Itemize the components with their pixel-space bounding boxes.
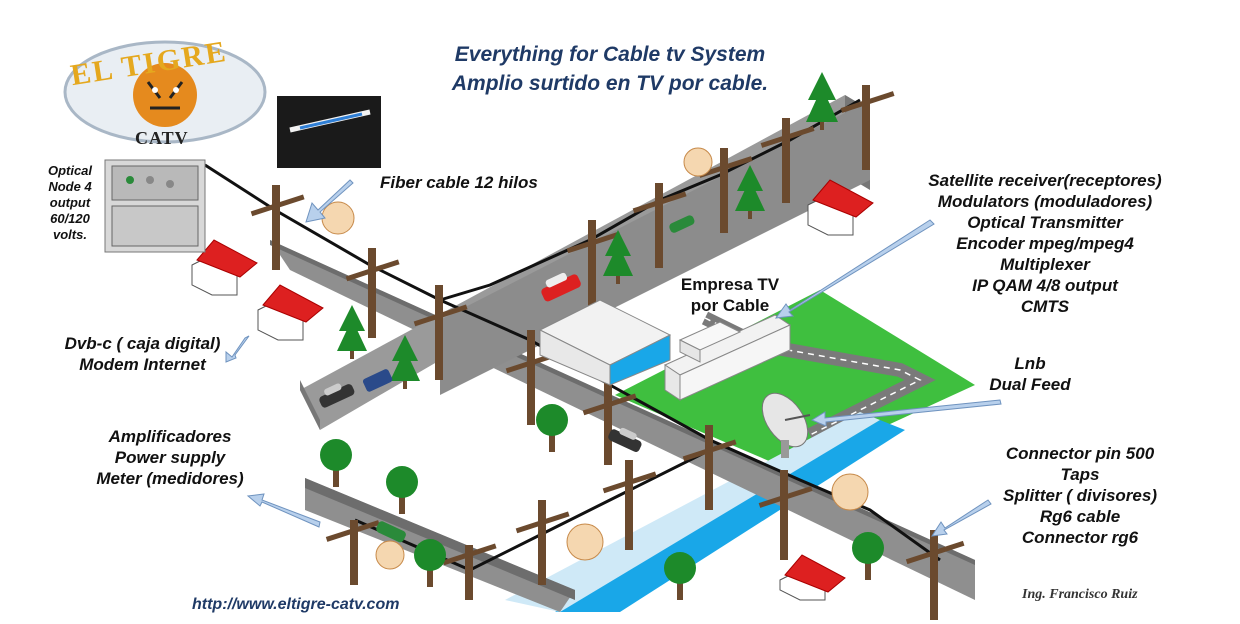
houses bbox=[191, 179, 874, 601]
connector-item: Splitter ( divisores) bbox=[1003, 486, 1157, 505]
optical-node-line: volts. bbox=[53, 227, 87, 242]
website-link[interactable]: http://www.eltigre-catv.com bbox=[192, 596, 400, 613]
optical-node-line: Node 4 bbox=[48, 179, 92, 194]
connector-label: Connector pin 500 Taps Splitter ( diviso… bbox=[985, 443, 1175, 548]
utility-poles bbox=[250, 85, 965, 620]
optical-node-label: Optical Node 4 output 60/120 volts. bbox=[36, 163, 104, 243]
round-trees bbox=[320, 404, 884, 600]
dvbc-label: Dvb-c ( caja digital) Modem Internet bbox=[45, 333, 240, 375]
cars bbox=[319, 215, 695, 543]
fiber-cable-label: Fiber cable 12 hilos bbox=[380, 173, 538, 192]
optical-node-line: 60/120 bbox=[50, 211, 90, 226]
page-title: Everything for Cable tv System Amplio su… bbox=[400, 40, 820, 98]
tap-icons bbox=[321, 147, 869, 570]
optical-node-line: output bbox=[49, 195, 91, 210]
title-line-1: Everything for Cable tv System bbox=[454, 43, 766, 66]
lnb-label: Lnb Dual Feed bbox=[975, 353, 1085, 395]
lnb-line: Dual Feed bbox=[989, 375, 1071, 394]
lnb-line: Lnb bbox=[1014, 354, 1046, 373]
amplificadores-line: Meter (medidores) bbox=[96, 469, 244, 488]
equipment-item: Encoder mpeg/mpeg4 bbox=[956, 234, 1134, 253]
equipment-item: Modulators (moduladores) bbox=[937, 192, 1153, 211]
headend-building bbox=[538, 299, 792, 401]
empresa-line: Empresa TV bbox=[680, 275, 780, 294]
satellite-dish bbox=[761, 392, 811, 458]
optical-node-line: Optical bbox=[47, 163, 93, 178]
connector-item: Rg6 cable bbox=[1039, 507, 1121, 526]
author-credit: Ing. Francisco Ruiz bbox=[1022, 587, 1138, 602]
logo bbox=[63, 40, 267, 144]
connector-item: Connector pin 500 bbox=[1005, 444, 1155, 463]
pointer-arrows bbox=[225, 179, 1002, 537]
amplificadores-line: Power supply bbox=[114, 448, 226, 467]
dvbc-line: Modem Internet bbox=[79, 355, 206, 374]
amplificadores-label: Amplificadores Power supply Meter (medid… bbox=[85, 426, 255, 489]
equipment-item: CMTS bbox=[1020, 297, 1070, 316]
equipment-item: Multiplexer bbox=[1000, 255, 1090, 274]
empresa-line: por Cable bbox=[690, 296, 770, 315]
connector-item: Connector rg6 bbox=[1021, 528, 1139, 547]
headend-equipment-label: Satellite receiver(receptores) Modulator… bbox=[915, 170, 1175, 317]
connector-item: Taps bbox=[1060, 465, 1100, 484]
pine-trees bbox=[337, 72, 838, 389]
title-line-2: Amplio surtido en TV por cable. bbox=[451, 72, 769, 95]
logo-subtitle: CATV bbox=[135, 128, 189, 148]
dvbc-line: Dvb-c ( caja digital) bbox=[64, 334, 221, 353]
empresa-label: Empresa TV por Cable bbox=[665, 274, 795, 316]
equipment-item: IP QAM 4/8 output bbox=[972, 276, 1118, 295]
amplificadores-line: Amplificadores bbox=[108, 427, 232, 446]
optical-node-photo bbox=[104, 159, 206, 253]
equipment-item: Optical Transmitter bbox=[967, 213, 1123, 232]
fiber-cable-photo bbox=[277, 96, 381, 168]
water-channel bbox=[555, 420, 905, 612]
equipment-item: Satellite receiver(receptores) bbox=[928, 171, 1162, 190]
